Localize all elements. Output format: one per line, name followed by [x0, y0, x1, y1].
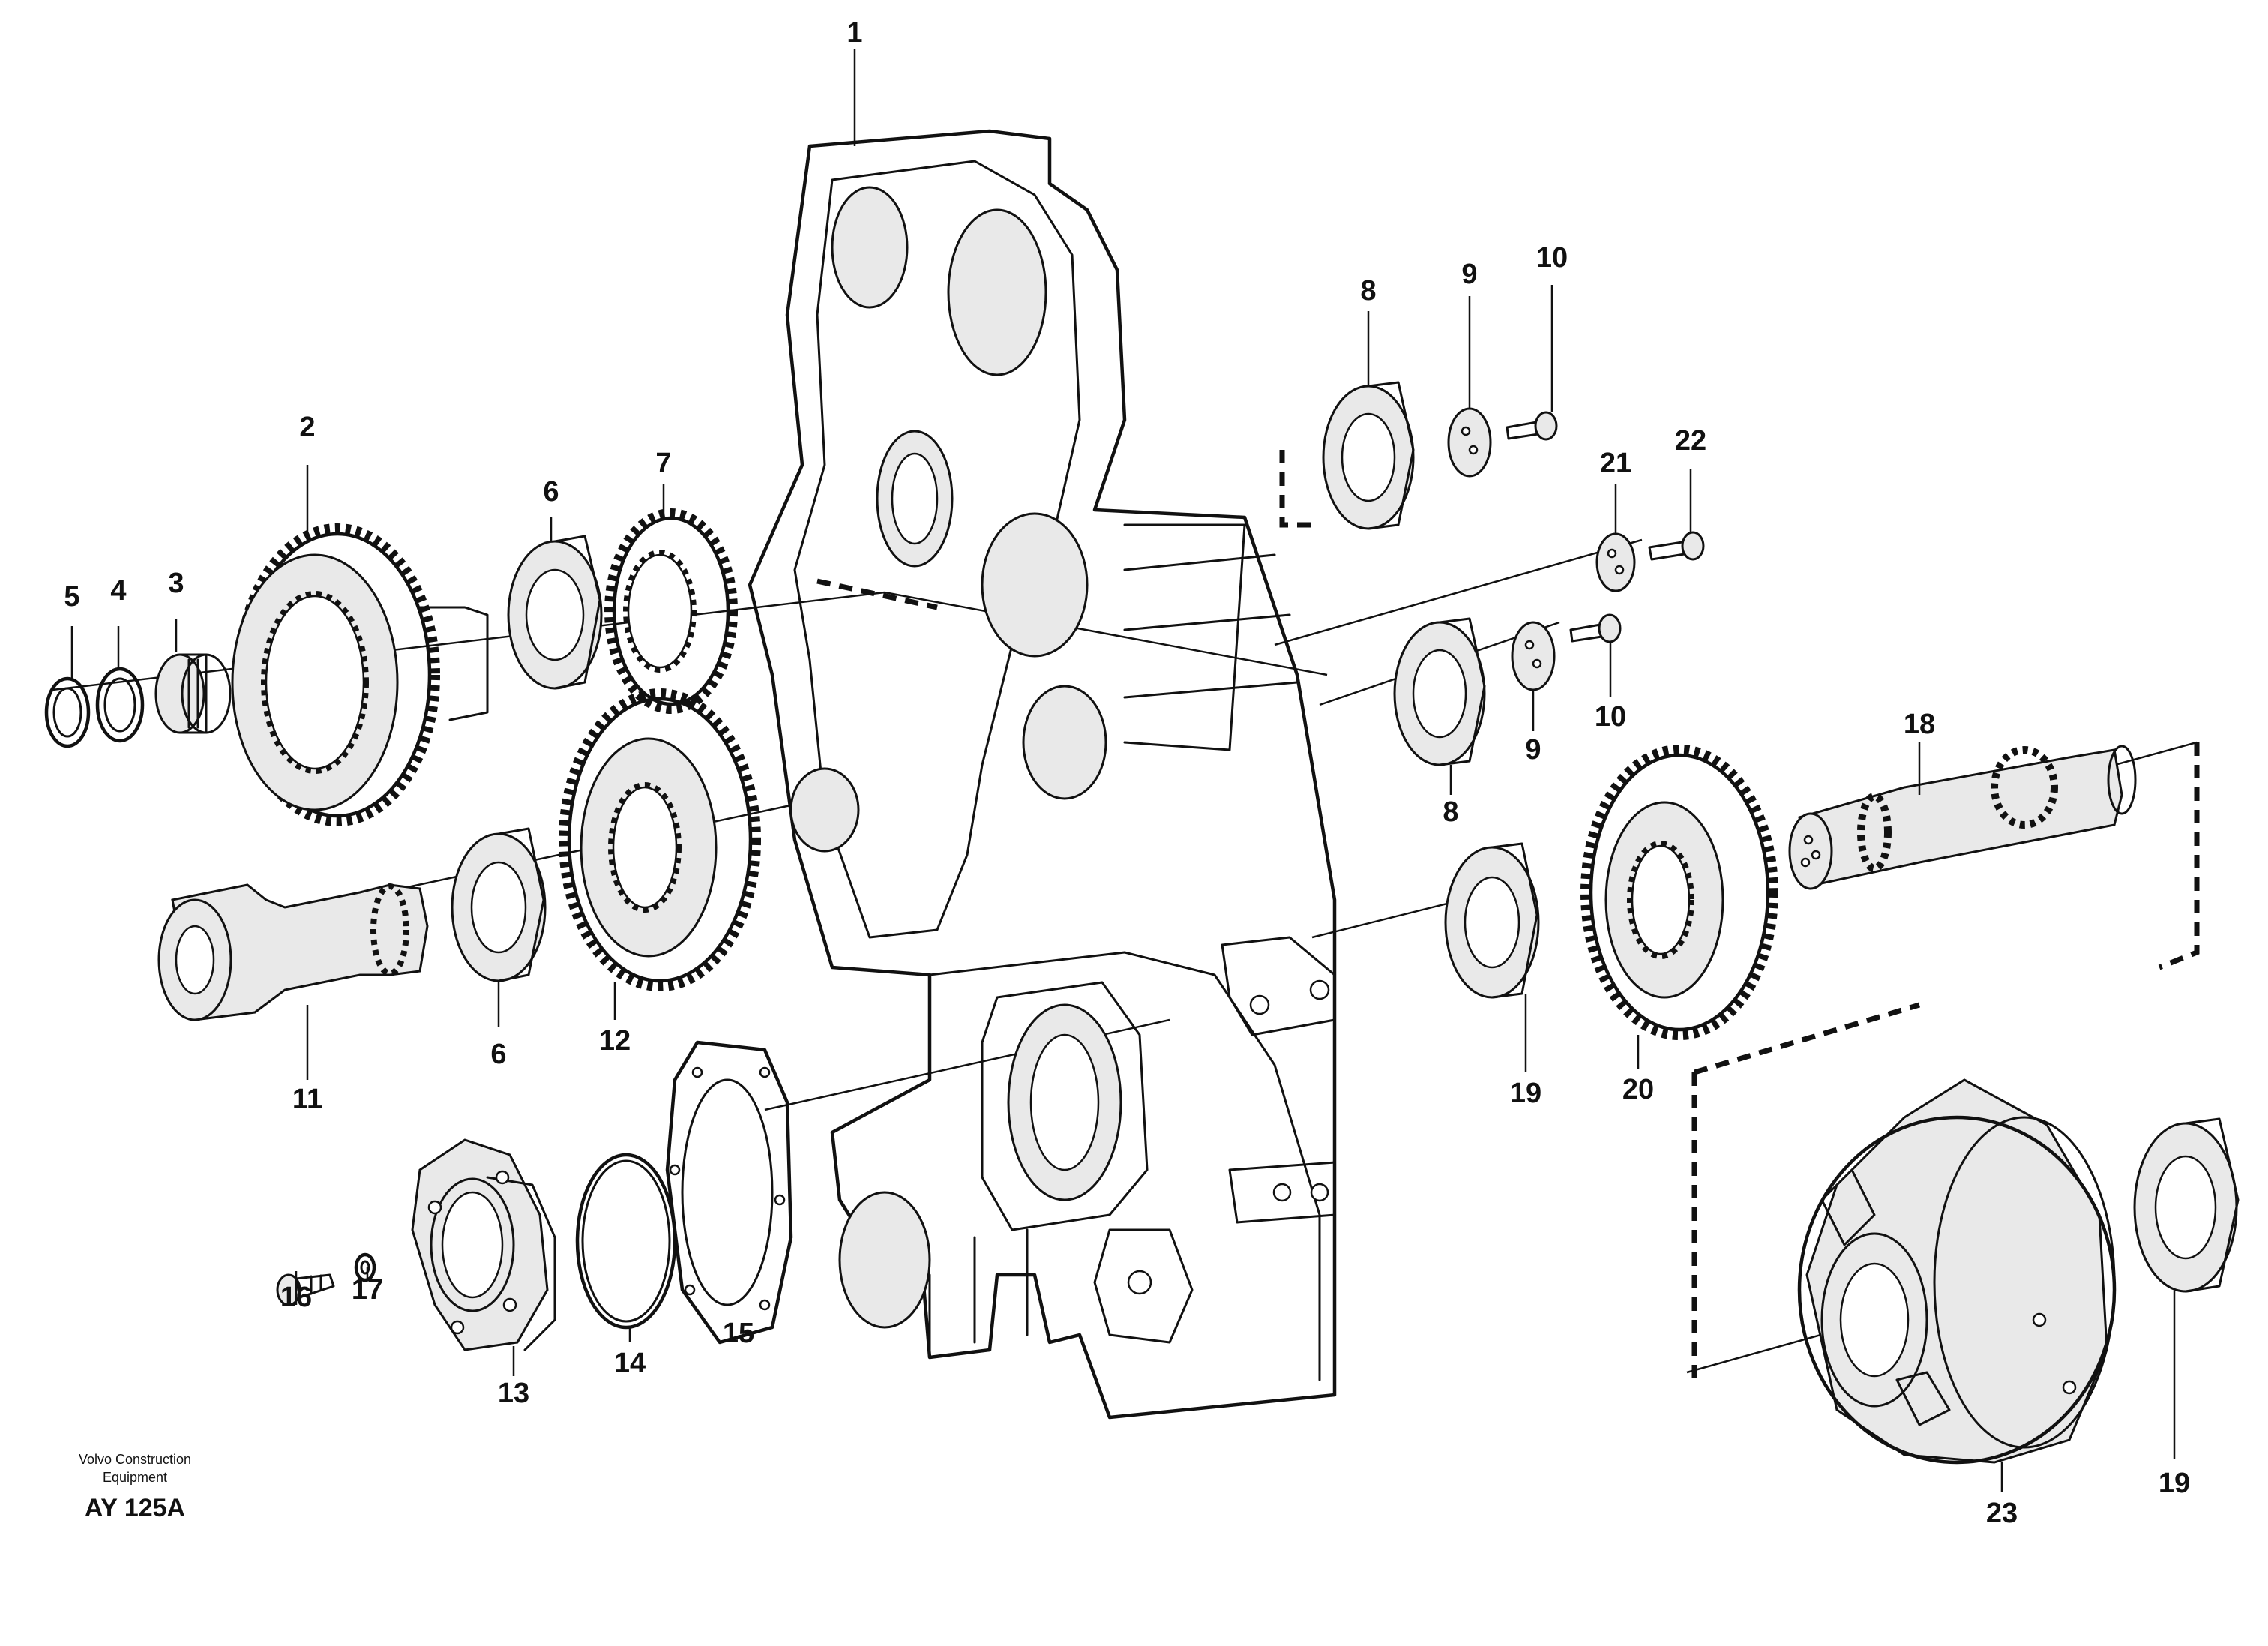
- gearbox-housing: [748, 129, 1337, 1420]
- input-shaft: [157, 883, 429, 1021]
- callout-3: 3: [168, 568, 184, 599]
- callout-22: 22: [1675, 425, 1706, 457]
- callout-7: 7: [655, 448, 671, 479]
- callout-19-left: 19: [1510, 1078, 1541, 1109]
- credit-line-1: Volvo Construction: [79, 1452, 191, 1467]
- callout-16: 16: [280, 1282, 312, 1313]
- drawing-credit: Volvo Construction Equipment AY 125A: [79, 1452, 191, 1522]
- gear-large-left: [231, 523, 489, 826]
- output-shaft: [1788, 745, 2137, 890]
- gear-medium-left: [559, 688, 761, 991]
- lock-plate-middle: [1595, 532, 1636, 592]
- ball-bearing-upper-left: [507, 535, 603, 690]
- callout-12: 12: [599, 1025, 631, 1057]
- callout-8-upper: 8: [1360, 275, 1376, 307]
- bolt-lower-right: [1569, 613, 1622, 643]
- callout-6-lower: 6: [490, 1039, 506, 1070]
- ball-bearing-lower-right: [1444, 842, 1540, 999]
- thrust-washer: [95, 667, 145, 743]
- ball-bearing-lower-left: [451, 827, 547, 982]
- callout-13: 13: [498, 1378, 529, 1409]
- lock-plate-upper: [1447, 407, 1492, 478]
- callout-18: 18: [1904, 709, 1935, 740]
- callout-9-lower: 9: [1525, 734, 1541, 766]
- callout-1: 1: [846, 17, 862, 49]
- callout-11: 11: [292, 1084, 322, 1115]
- bolt-middle-right: [1648, 531, 1705, 561]
- gear-large-right: [1580, 745, 1778, 1040]
- callout-10-lower: 10: [1595, 701, 1626, 733]
- callout-17: 17: [352, 1274, 383, 1306]
- ball-bearing-middle-right: [1393, 617, 1486, 766]
- callout-5: 5: [64, 581, 79, 613]
- ball-bearing-clutch: [2133, 1117, 2240, 1293]
- bolt-cover: [276, 1273, 335, 1306]
- washer-small: [354, 1252, 376, 1282]
- callout-8-lower: 8: [1443, 796, 1458, 828]
- callout-10-upper: 10: [1536, 242, 1568, 274]
- callout-20: 20: [1622, 1074, 1654, 1105]
- callout-labels: 1 2 3 4 5 6 6 7 8 8 9 9 10 10 11 12 13 1…: [64, 17, 2190, 1529]
- callout-19-right: 19: [2159, 1468, 2190, 1499]
- callout-23: 23: [1986, 1498, 2018, 1529]
- callout-21: 21: [1600, 448, 1631, 479]
- bolt-upper-right: [1506, 411, 1558, 441]
- needle-bearing: [154, 653, 232, 734]
- callout-14: 14: [614, 1348, 646, 1379]
- clutch-unit: [1797, 1078, 2117, 1465]
- callout-6-upper: 6: [543, 476, 559, 508]
- ball-bearing-upper-right: [1322, 381, 1415, 530]
- o-ring: [575, 1153, 677, 1330]
- gear-spur-upper: [604, 508, 738, 714]
- callout-leaders: [70, 49, 2176, 1492]
- drawing-code: AY 125A: [85, 1494, 185, 1522]
- bearing-cover: [411, 1138, 556, 1351]
- callout-9-upper: 9: [1461, 259, 1477, 290]
- callout-2: 2: [299, 412, 315, 443]
- credit-line-2: Equipment: [103, 1470, 167, 1485]
- circlip: [44, 676, 91, 748]
- gasket: [665, 1040, 793, 1345]
- callout-4: 4: [110, 575, 126, 607]
- callout-15: 15: [723, 1318, 754, 1349]
- lock-plate-lower: [1511, 621, 1556, 691]
